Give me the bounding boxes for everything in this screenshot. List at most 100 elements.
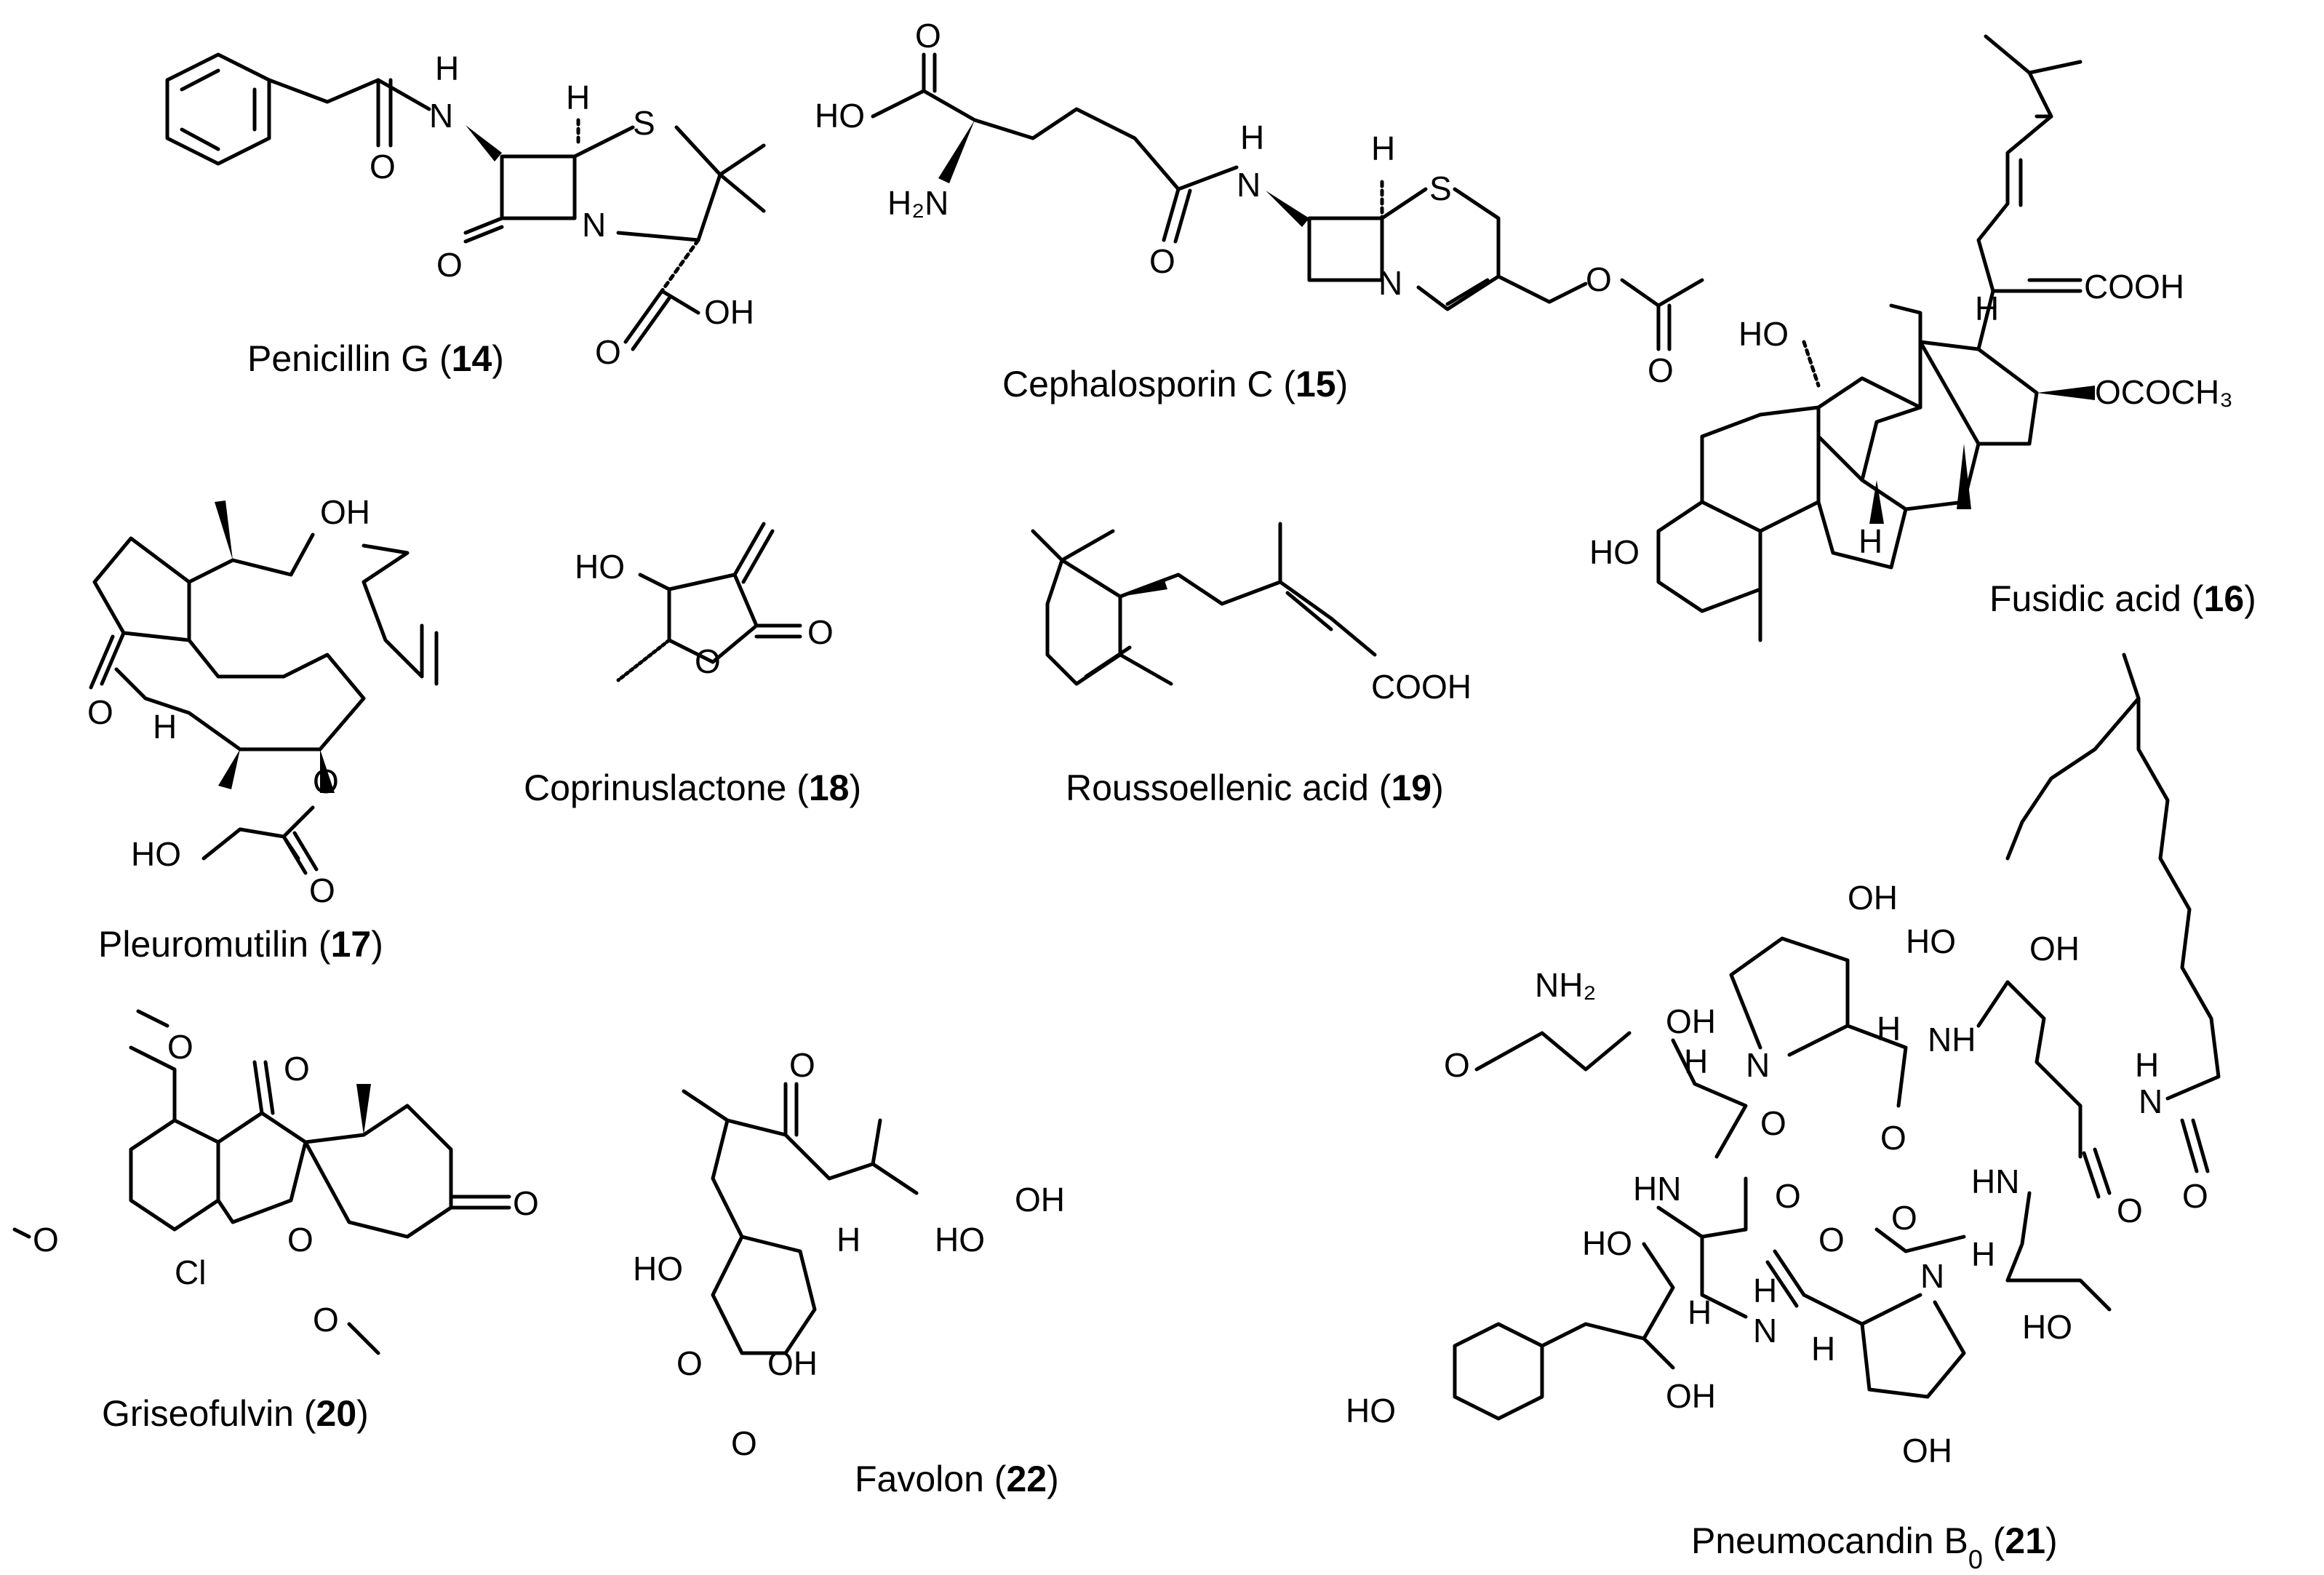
atom-s: S bbox=[1429, 170, 1452, 207]
atom-o: O bbox=[1444, 1046, 1470, 1084]
coprinuslactone-structure: HO O O bbox=[575, 522, 834, 682]
atom-o: O bbox=[595, 333, 621, 371]
atom-o: O bbox=[513, 1184, 539, 1222]
atom-o: O bbox=[807, 613, 834, 651]
atom-o: O bbox=[731, 1424, 757, 1462]
atom-n: N bbox=[1753, 1312, 1777, 1349]
atom-o: O bbox=[676, 1344, 703, 1382]
atom-cooh: COOH bbox=[1371, 668, 1472, 706]
atom-o: O bbox=[1818, 1221, 1845, 1259]
atom-o: O bbox=[167, 1028, 193, 1066]
atom-h: H bbox=[1971, 1235, 1995, 1273]
caption-favolon: Favolon (22) bbox=[855, 1459, 1059, 1499]
atom-ho: HO bbox=[633, 1250, 683, 1288]
atom-o: O bbox=[2117, 1192, 2143, 1229]
atom-o: O bbox=[1648, 351, 1674, 389]
atom-h: H bbox=[153, 708, 177, 746]
atom-o: O bbox=[436, 246, 463, 284]
atom-o: O bbox=[1775, 1177, 1801, 1215]
atom-o: O bbox=[1586, 260, 1612, 298]
atom-oh: OH bbox=[2029, 930, 2080, 968]
atom-hn: HN bbox=[1971, 1163, 2019, 1200]
atom-o: O bbox=[370, 148, 396, 186]
fusidic-acid-structure: COOH H OCOCH₃ HO HO H bbox=[1589, 34, 2233, 642]
atom-ho: HO bbox=[815, 97, 865, 135]
atom-hn: HN bbox=[1633, 1170, 1681, 1208]
atom-h: H bbox=[1371, 129, 1395, 167]
pneumocandin-b0-structure: NH₂ O OH H O N OH H O NH HO OH H N O O H… bbox=[1346, 653, 2221, 1470]
atom-o: O bbox=[695, 642, 721, 680]
atom-oh: OH bbox=[320, 493, 370, 531]
atom-oh: OH bbox=[1848, 879, 1898, 917]
atom-ho: HO bbox=[1738, 315, 1789, 353]
atom-o: O bbox=[287, 1221, 314, 1259]
atom-ho: HO bbox=[2022, 1308, 2072, 1346]
atom-o: O bbox=[313, 762, 339, 800]
caption-penicillin-g: Penicillin G (14) bbox=[247, 338, 504, 379]
atom-o: O bbox=[313, 1301, 339, 1339]
atom-oh: OH bbox=[1666, 1002, 1716, 1040]
penicillin-g-structure: O H N O H S N O OH bbox=[165, 49, 766, 371]
atom-h: H bbox=[1240, 119, 1264, 156]
caption-fusidic-acid: Fusidic acid (16) bbox=[1989, 578, 2256, 619]
atom-h: H bbox=[566, 79, 590, 116]
atom-o: O bbox=[309, 872, 335, 909]
atom-oh: OH bbox=[1902, 1432, 1952, 1470]
atom-ococh3: OCOCH₃ bbox=[2095, 373, 2233, 411]
atom-o: O bbox=[1891, 1199, 1917, 1237]
atom-h: H bbox=[836, 1221, 860, 1259]
atom-ho: HO bbox=[575, 548, 625, 586]
atom-cooh: COOH bbox=[2084, 268, 2184, 306]
atom-o: O bbox=[284, 1050, 310, 1088]
caption-cephalosporin-c: Cephalosporin C (15) bbox=[1002, 364, 1348, 404]
atom-s: S bbox=[633, 104, 655, 142]
pleuromutilin-structure: OH O H O HO O bbox=[87, 493, 439, 909]
atom-h: H bbox=[1684, 1042, 1708, 1080]
caption-roussoellenic-acid: Roussoellenic acid (19) bbox=[1066, 767, 1444, 808]
atom-o: O bbox=[1880, 1119, 1906, 1157]
atom-o: O bbox=[915, 17, 941, 55]
atom-o: O bbox=[87, 693, 113, 731]
atom-nh2: NH₂ bbox=[1535, 966, 1596, 1004]
atom-ho: HO bbox=[1589, 533, 1640, 571]
atom-o: O bbox=[1760, 1104, 1786, 1142]
atom-h: H bbox=[1688, 1293, 1712, 1331]
atom-oh: OH bbox=[704, 293, 754, 331]
atom-oh: OH bbox=[1015, 1181, 1065, 1219]
atom-n: N bbox=[1920, 1257, 1944, 1295]
roussoellenic-acid-structure: COOH bbox=[1031, 522, 1472, 706]
atom-nh: NH bbox=[1928, 1021, 1976, 1058]
atom-h: H bbox=[1811, 1330, 1835, 1368]
atom-cl: Cl bbox=[175, 1253, 206, 1291]
atom-oh: OH bbox=[1666, 1377, 1716, 1415]
atom-oh: OH bbox=[767, 1344, 818, 1382]
griseofulvin-structure: O O O Cl O O O bbox=[12, 1009, 539, 1355]
atom-o: O bbox=[33, 1221, 59, 1259]
atom-h: H bbox=[1858, 522, 1882, 560]
favolon-structure: O OH HO HO H OH O O bbox=[633, 1046, 1065, 1462]
caption-pleuromutilin: Pleuromutilin (17) bbox=[98, 924, 383, 965]
atom-o: O bbox=[2182, 1177, 2208, 1215]
atom-n: N bbox=[2139, 1082, 2163, 1120]
atom-o: O bbox=[789, 1046, 815, 1084]
cephalosporin-c-structure: HO O H₂N O H N H S N O O bbox=[815, 17, 1704, 389]
atom-ho: HO bbox=[131, 835, 181, 873]
atom-ho: HO bbox=[1346, 1392, 1396, 1430]
atom-n: N bbox=[1746, 1046, 1770, 1084]
atom-h2n: H₂N bbox=[887, 184, 949, 222]
atom-n: N bbox=[1237, 166, 1261, 204]
atom-n: N bbox=[582, 206, 606, 244]
caption-griseofulvin: Griseofulvin (20) bbox=[102, 1393, 369, 1434]
caption-coprinuslactone: Coprinuslactone (18) bbox=[524, 767, 861, 808]
atom-h: H bbox=[1753, 1272, 1777, 1309]
atom-ho: HO bbox=[1582, 1224, 1632, 1262]
atom-h: H bbox=[435, 49, 459, 87]
atom-ho: HO bbox=[1906, 922, 1956, 960]
atom-ho: HO bbox=[935, 1221, 985, 1259]
caption-pneumocandin-b0: Pneumocandin B0 (21) bbox=[1691, 1520, 2058, 1574]
atom-h: H bbox=[1975, 290, 1999, 327]
atom-n: N bbox=[429, 97, 453, 135]
atom-h: H bbox=[2135, 1046, 2159, 1084]
